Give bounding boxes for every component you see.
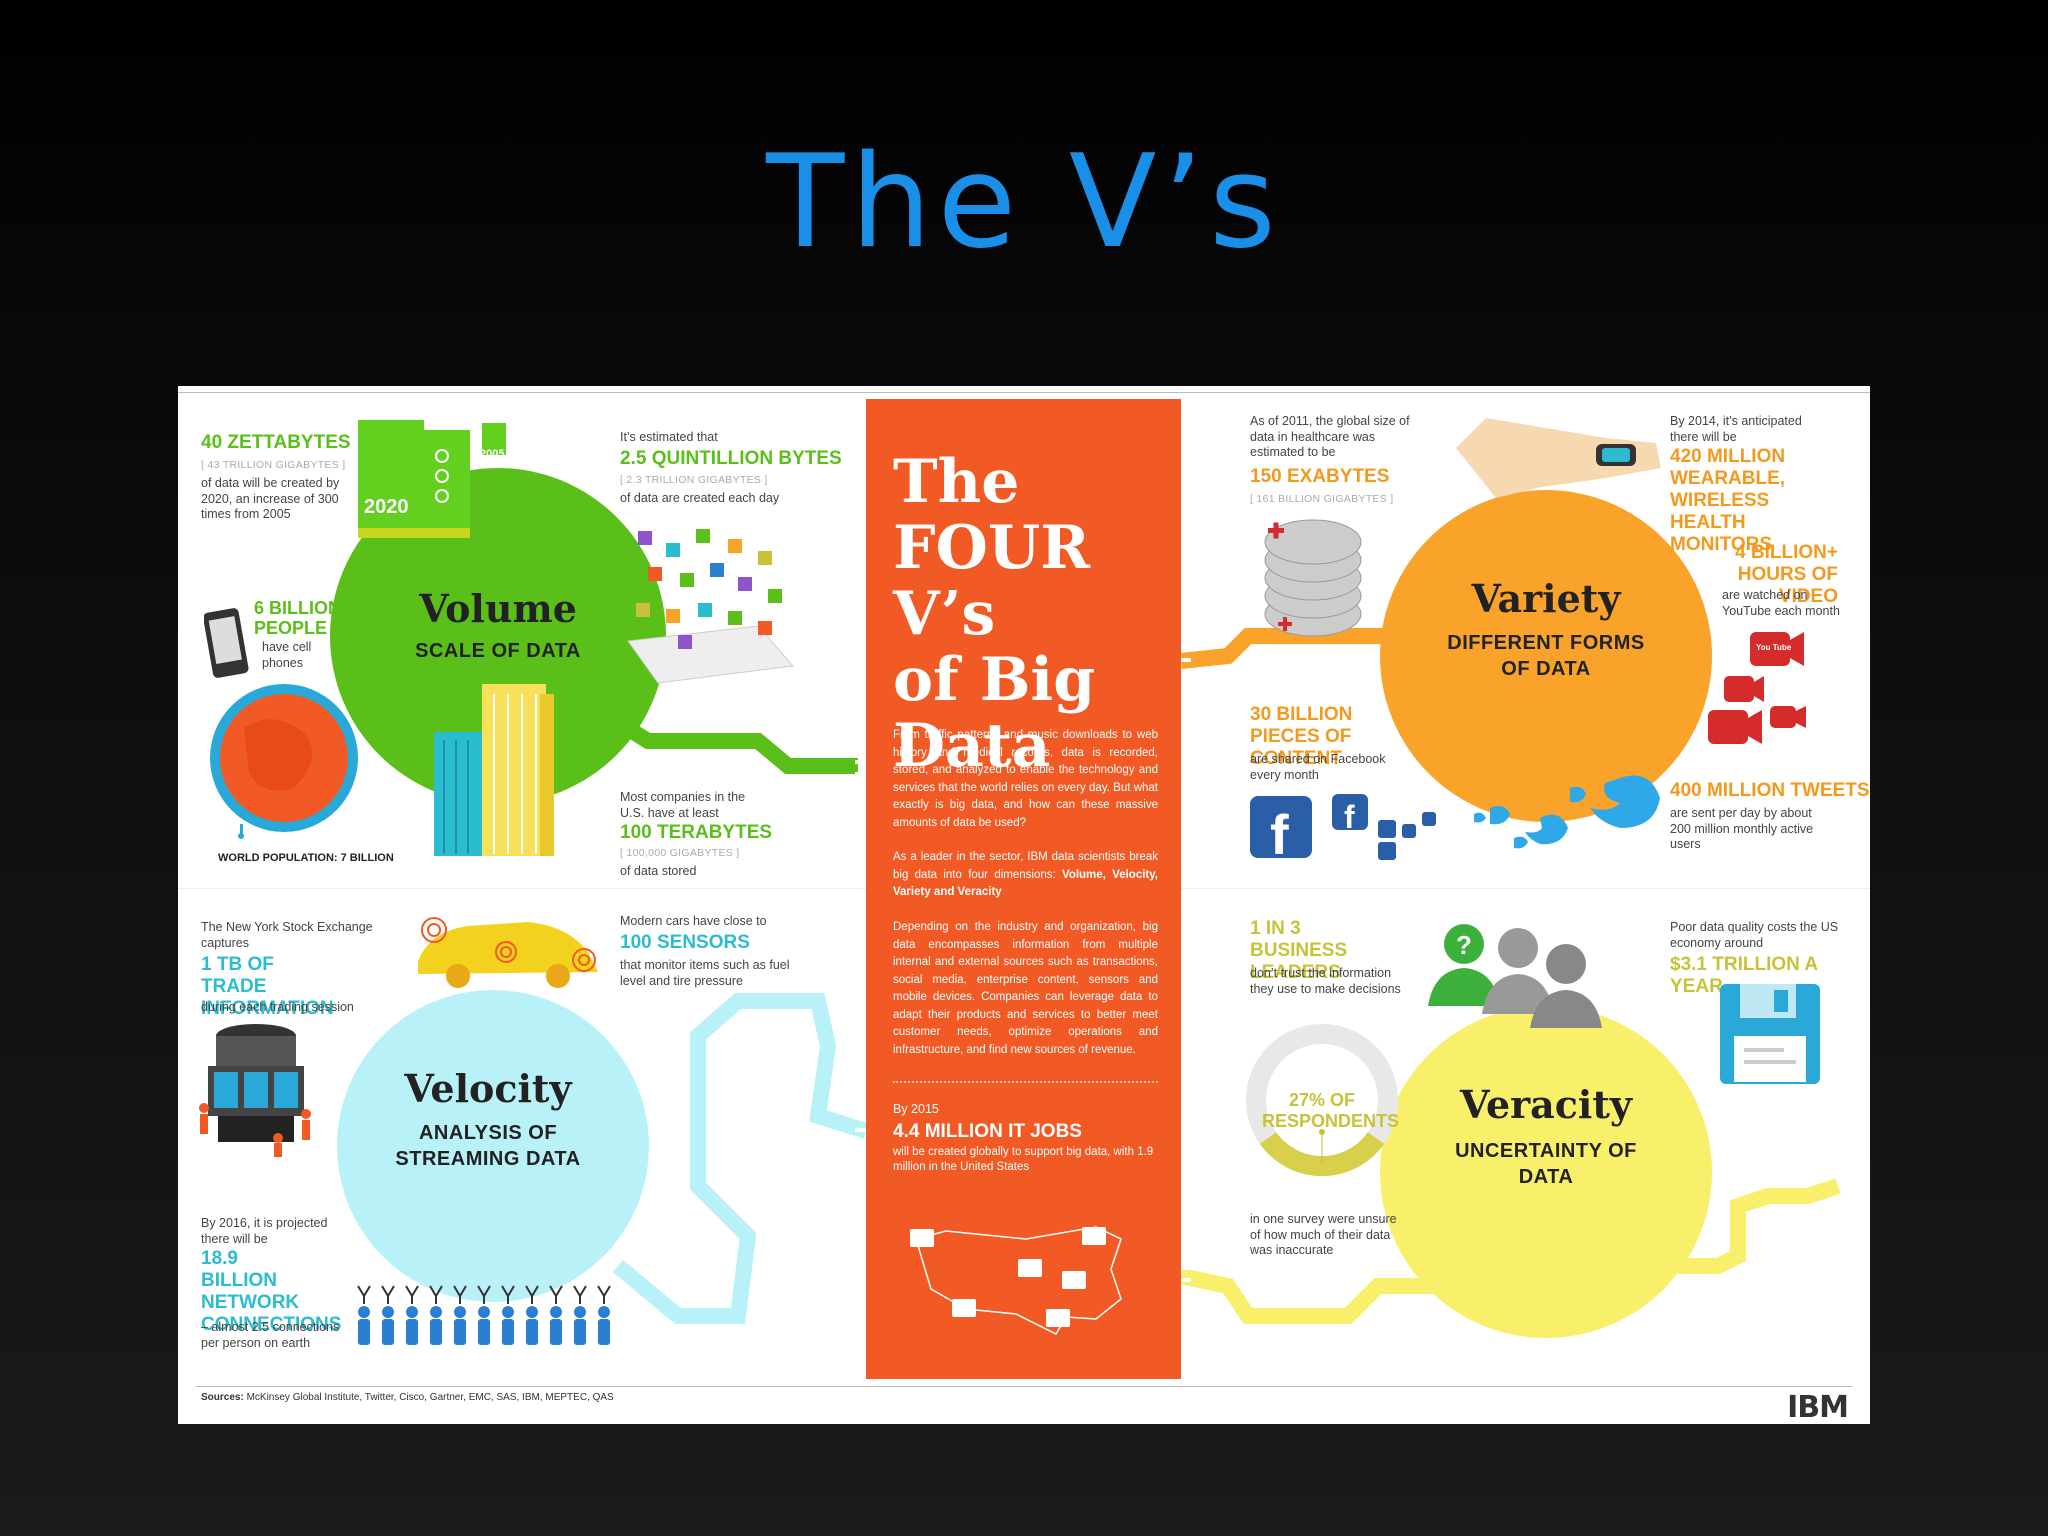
phones-text: have cell phones xyxy=(262,640,312,670)
quintillion-stat: 2.5 QUINTILLION BYTES xyxy=(620,448,842,469)
veracity-circle xyxy=(1380,1006,1712,1338)
sources-label: Sources: xyxy=(201,1392,244,1403)
variety-title: Variety xyxy=(1471,576,1621,621)
buildings-icon xyxy=(434,684,554,856)
video-stat: 4 BILLION+ HOURS OF VIDEO xyxy=(1735,542,1838,607)
ibm-logo: IBM xyxy=(1787,1390,1849,1424)
terabytes-note: [ 100,000 GIGABYTES ] xyxy=(620,847,740,859)
center-dotted-divider xyxy=(893,1081,1158,1083)
youtube-label: You Tube xyxy=(1756,643,1792,652)
volume-title: Volume xyxy=(419,586,577,631)
cell-phone-icon xyxy=(204,608,249,678)
phones-stat: 6 BILLION PEOPLE xyxy=(254,598,342,638)
velocity-subtitle: ANALYSIS OF STREAMING DATA xyxy=(395,1122,581,1170)
trading-floor-icon xyxy=(199,1024,311,1157)
monitors-stat: 420 MILLION WEARABLE, WIRELESS HEALTH MO… xyxy=(1670,446,1786,555)
sensors-text: that monitor items such as fuel level an… xyxy=(620,958,790,988)
center-paragraph-1: From traffic patterns and music download… xyxy=(893,729,1158,829)
network-stat: 18.9 BILLION NETWORK CONNECTIONS xyxy=(201,1248,342,1335)
quality-pretext: Poor data quality costs the US economy a… xyxy=(1670,920,1839,950)
terabytes-text: of data stored xyxy=(620,864,697,878)
nyse-stat: 1 TB OF TRADE INFORMATION xyxy=(201,954,334,1019)
healthcare-note: [ 161 BILLION GIGABYTES ] xyxy=(1250,493,1394,505)
quintillion-note: [ 2.3 TRILLION GIGABYTES ] xyxy=(620,474,768,486)
nyse-text: during each trading session xyxy=(201,1000,354,1014)
quality-stat: $3.1 TRILLION A YEAR xyxy=(1670,954,1818,997)
youtube-icons: You Tube xyxy=(1708,632,1806,744)
respondents-stat: 27% OF RESPONDENTS xyxy=(1262,1090,1400,1131)
twitter-birds-icon xyxy=(1474,775,1660,849)
zettabytes-stat: 40 ZETTABYTES xyxy=(201,432,351,453)
jobs-pretext: By 2015 xyxy=(893,1102,939,1116)
volume-subtitle: SCALE OF DATA xyxy=(415,640,581,662)
quintillion-text: of data are created each day xyxy=(620,491,780,505)
quintillion-pretext: It’s estimated that xyxy=(620,430,718,444)
tweets-stat: 400 MILLION TWEETS xyxy=(1670,780,1870,801)
small-data-card-icon xyxy=(482,423,506,455)
world-population: WORLD POPULATION: 7 BILLION xyxy=(218,852,394,864)
facebook-text: are shared on Facebook every month xyxy=(1250,752,1386,782)
zettabytes-text: of data will be created by 2020, an incr… xyxy=(201,476,340,521)
jobs-stat: 4.4 MILLION IT JOBS xyxy=(893,1121,1082,1142)
globe-icon xyxy=(210,684,358,839)
center-paragraph-2-text: As a leader in the sector, IBM data scie… xyxy=(893,851,1158,881)
center-heading-line4: Data xyxy=(893,711,1051,781)
infographic: 2020 2005 Volume SCALE OF DATA 40 ZETTAB… xyxy=(178,386,1870,1424)
respondents-text: in one survey were unsure of how much of… xyxy=(1250,1212,1397,1257)
monitors-pretext: By 2014, it’s anticipated there will be xyxy=(1670,414,1802,444)
leaders-text: don’t trust the information they use to … xyxy=(1250,966,1401,996)
footer-rule xyxy=(196,1386,1852,1387)
healthcare-stat: 150 EXABYTES xyxy=(1250,466,1390,487)
center-heading-line3: of Big xyxy=(893,645,1096,715)
velocity-circle xyxy=(337,990,649,1302)
business-leaders-icon: ? xyxy=(1428,924,1602,1028)
svg-text:?: ? xyxy=(1456,930,1472,960)
terabytes-stat: 100 TERABYTES xyxy=(620,822,773,843)
variety-circle xyxy=(1380,490,1712,822)
connected-people-icon xyxy=(357,1285,611,1345)
sensors-stat: 100 SENSORS xyxy=(620,932,750,953)
sources-list: McKinsey Global Institute, Twitter, Cisc… xyxy=(246,1392,614,1403)
top-rule xyxy=(178,392,1870,393)
terabytes-pretext: Most companies in the U.S. have at least xyxy=(620,790,746,820)
network-pretext: By 2016, it is projected there will be xyxy=(201,1216,328,1246)
variety-subtitle: DIFFERENT FORMS OF DATA xyxy=(1447,632,1645,680)
jobs-text: will be created globally to support big … xyxy=(893,1146,1154,1173)
facebook-stat: 30 BILLION PIECES OF CONTENT xyxy=(1250,704,1353,769)
center-panel: The FOUR V’s of Big Data From traffic pa… xyxy=(866,399,1181,1379)
survey-donut-chart xyxy=(1246,1024,1398,1176)
zettabytes-note: [ 43 TRILLION GIGABYTES ] xyxy=(201,459,346,471)
floppy-disk-icon xyxy=(1720,984,1820,1084)
healthcare-pretext: As of 2011, the global size of data in h… xyxy=(1250,414,1410,459)
video-text: are watched on YouTube each month xyxy=(1722,588,1840,618)
svg-text:f: f xyxy=(1344,799,1355,835)
data-cubes-icon xyxy=(627,529,794,684)
veracity-subtitle: UNCERTAINTY OF DATA xyxy=(1455,1140,1637,1188)
volume-circle xyxy=(330,468,666,804)
card-2005-label: 2005 xyxy=(480,448,505,460)
sources-line: Sources: McKinsey Global Institute, Twit… xyxy=(201,1392,614,1403)
data-card-icon xyxy=(358,420,470,538)
sensors-pretext: Modern cars have close to xyxy=(620,914,767,928)
center-paragraph-2-bold: Volume, Velocity, Variety and Veracity xyxy=(893,868,1158,899)
leaders-stat: 1 IN 3 BUSINESS LEADERS xyxy=(1250,918,1348,983)
veracity-title: Veracity xyxy=(1459,1082,1633,1127)
svg-text:f: f xyxy=(1270,803,1289,866)
discs-stack-icon xyxy=(1264,519,1362,637)
nyse-pretext: The New York Stock Exchange captures xyxy=(201,920,373,950)
velocity-title: Velocity xyxy=(404,1066,572,1111)
card-2020-label: 2020 xyxy=(364,496,409,518)
slide-title: The V’s xyxy=(766,128,1282,277)
center-heading-line1: The xyxy=(893,447,1020,517)
tweets-text: are sent per day by about 200 million mo… xyxy=(1670,806,1814,851)
center-paragraph-3: Depending on the industry and organizati… xyxy=(893,921,1158,1056)
center-paragraph-2: As a leader in the sector, IBM data scie… xyxy=(893,849,1158,902)
wearable-arm-icon xyxy=(1456,418,1661,498)
car-sensors-icon xyxy=(418,917,598,988)
us-map-icon xyxy=(910,1226,1122,1335)
center-heading-line2: FOUR V’s xyxy=(893,513,1091,649)
network-text: – almost 2.5 connections per person on e… xyxy=(201,1320,340,1350)
